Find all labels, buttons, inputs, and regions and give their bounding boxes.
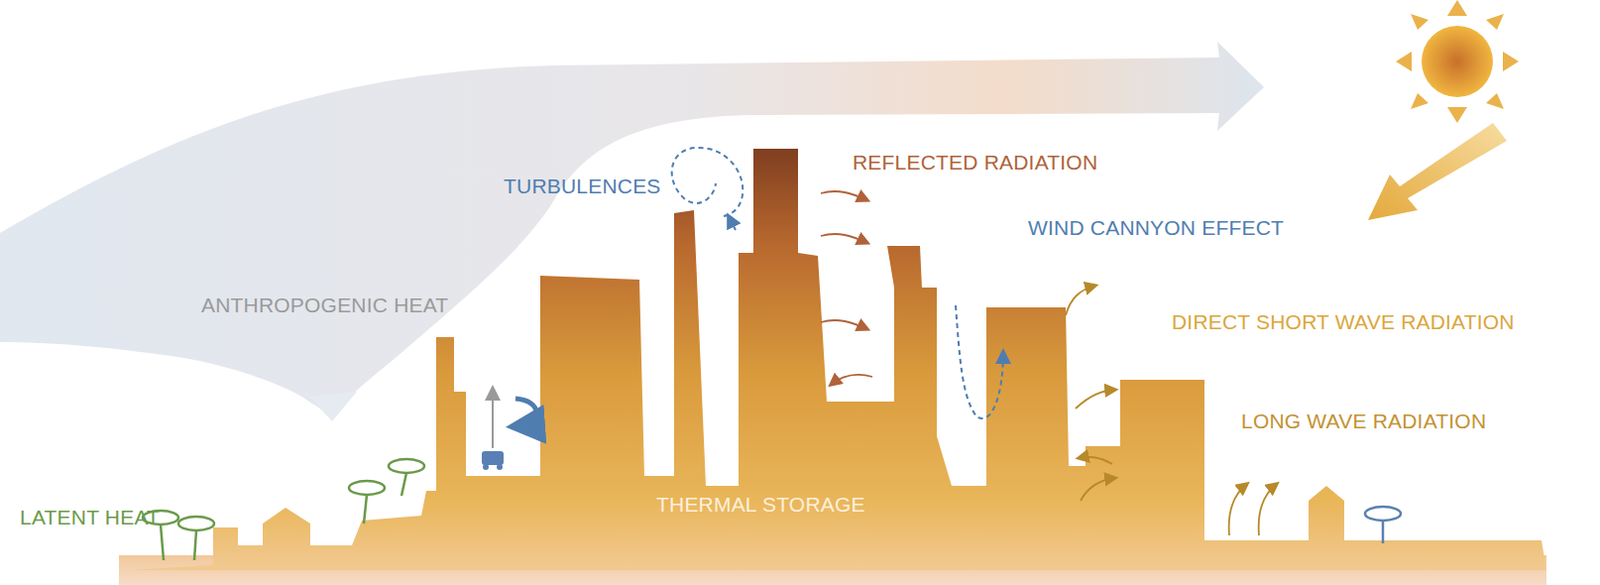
sun — [1368, 0, 1519, 221]
turbulence-label: TURBULENCES — [503, 174, 662, 198]
longwave-label: LONG WAVE RADIATION — [1241, 409, 1486, 433]
shortwave-label: DIRECT SHORT WAVE RADIATION — [1171, 310, 1515, 334]
canyon-label: WIND CANNYON EFFECT — [1028, 216, 1284, 239]
reflection-label: REFLECTED RADIATION — [852, 150, 1098, 174]
latent-heat-label: LATENT HEAT — [19, 505, 160, 529]
thermal-storage-label: THERMAL STORAGE — [656, 492, 866, 516]
anthropogenic-label: ANTHROPOGENIC HEAT — [201, 293, 449, 317]
